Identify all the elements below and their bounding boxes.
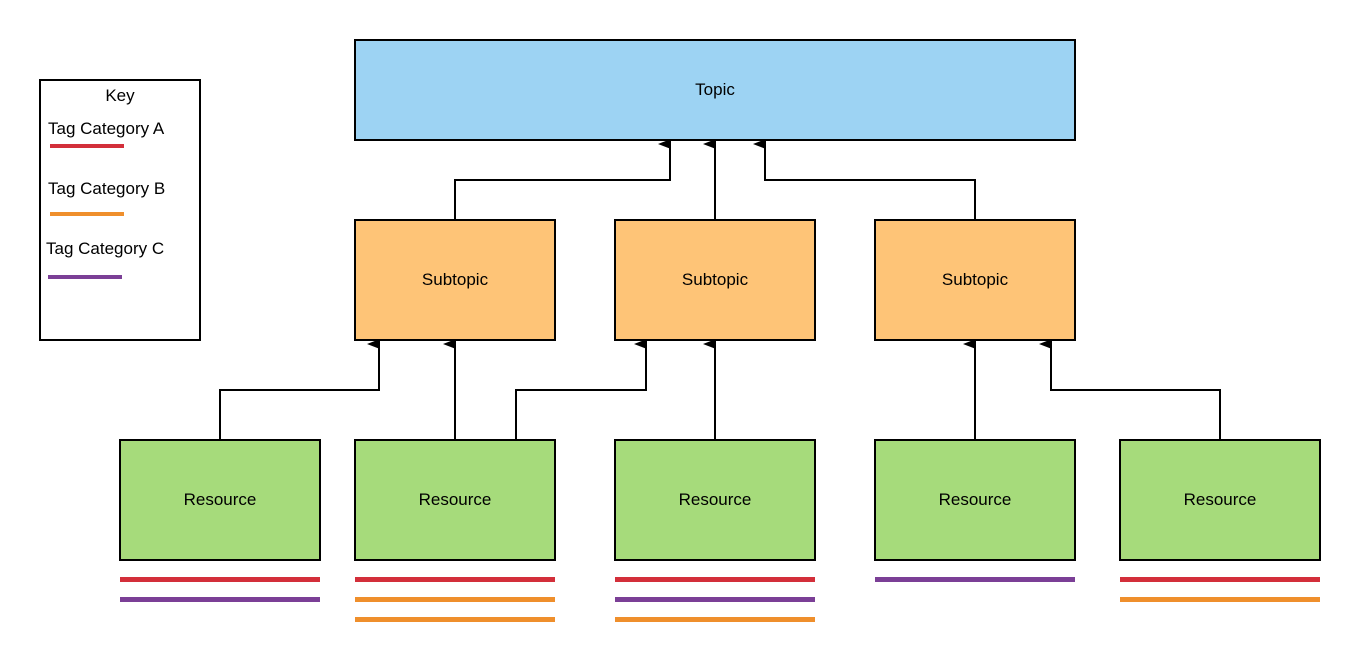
resource-node-4[interactable]: Resource — [874, 439, 1076, 561]
resource-node-5[interactable]: Resource — [1119, 439, 1321, 561]
resource-node-1[interactable]: Resource — [119, 439, 321, 561]
connector-subtopic-3-to-topic — [753, 139, 976, 219]
legend-swatch-tag-b — [50, 212, 124, 216]
subtopic-label: Subtopic — [421, 270, 489, 289]
resource-label: Resource — [678, 490, 752, 509]
tag-b-line — [1120, 597, 1320, 602]
connector-resource-1-to-subtopic-1 — [219, 339, 380, 439]
subtopic-node-2[interactable]: Subtopic — [614, 219, 816, 341]
tag-a-line — [1120, 577, 1320, 582]
topic-label: Topic — [695, 80, 735, 99]
legend-label-tag-b: Tag Category B — [48, 179, 166, 198]
subtopic-label: Subtopic — [941, 270, 1009, 289]
legend-box: Key Tag Category A Tag Category B Tag Ca… — [39, 79, 201, 341]
legend-swatch-tag-c — [48, 275, 122, 279]
legend-swatch-tag-a — [50, 144, 124, 148]
resource-node-2[interactable]: Resource — [354, 439, 556, 561]
resource-label: Resource — [418, 490, 492, 509]
legend-title: Key — [105, 86, 135, 105]
connector-resource-5-to-subtopic-3 — [1039, 339, 1221, 439]
connector-subtopic-1-to-topic — [454, 139, 671, 219]
tag-b-line — [355, 597, 555, 602]
tag-b-line — [355, 617, 555, 622]
legend-label-tag-c: Tag Category C — [46, 239, 165, 258]
subtopic-label: Subtopic — [681, 270, 749, 289]
tag-c-line — [615, 597, 815, 602]
tag-c-line — [120, 597, 320, 602]
resource-node-3[interactable]: Resource — [614, 439, 816, 561]
resource-label: Resource — [938, 490, 1012, 509]
tag-b-line — [615, 617, 815, 622]
subtopic-node-1[interactable]: Subtopic — [354, 219, 556, 341]
resource-label: Resource — [183, 490, 257, 509]
resource-label: Resource — [1183, 490, 1257, 509]
topic-node[interactable]: Topic — [354, 39, 1076, 141]
subtopic-node-3[interactable]: Subtopic — [874, 219, 1076, 341]
tag-a-line — [355, 577, 555, 582]
legend-label-tag-a: Tag Category A — [48, 119, 165, 138]
connector-resource-2-to-subtopic-2 — [515, 339, 647, 439]
tag-a-line — [120, 577, 320, 582]
tag-a-line — [615, 577, 815, 582]
tag-c-line — [875, 577, 1075, 582]
